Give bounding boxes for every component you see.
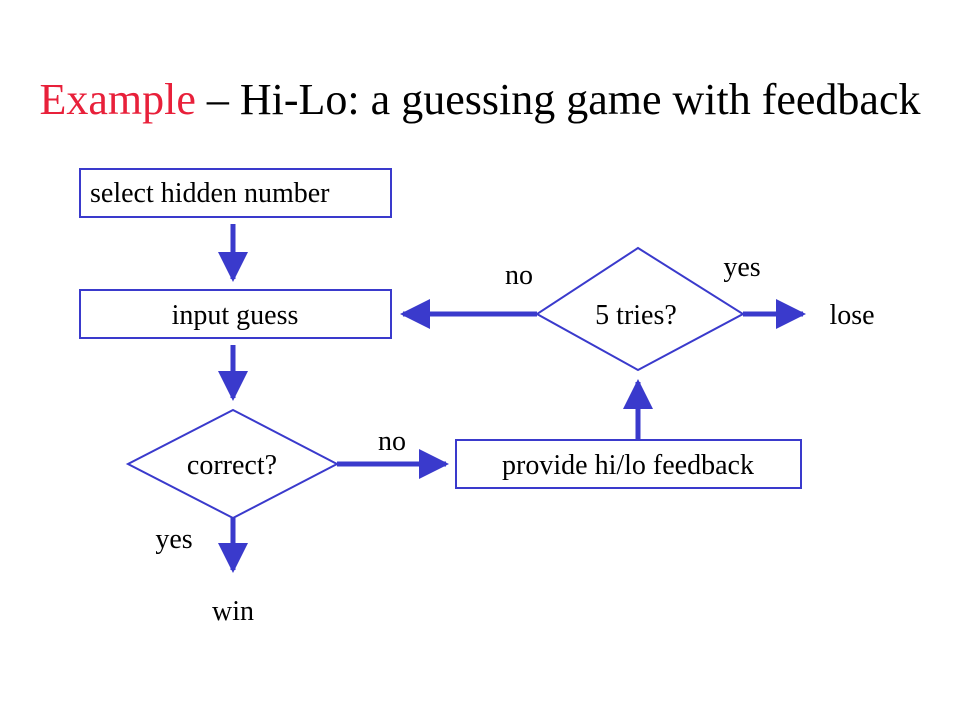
node-input-guess: input guess	[79, 289, 392, 339]
slide-title: Example – Hi-Lo: a guessing game with fe…	[0, 72, 960, 128]
label-tries-no: no	[505, 260, 533, 291]
label-correct-no: no	[378, 426, 406, 457]
node-feedback-label: provide hi/lo feedback	[502, 450, 754, 481]
node-input-label: input guess	[172, 300, 299, 331]
title-text: – Hi-Lo: a guessing game with feedback	[195, 75, 921, 124]
node-select-label: select hidden number	[90, 178, 330, 209]
node-provide-feedback: provide hi/lo feedback	[455, 439, 802, 489]
label-lose: lose	[829, 300, 874, 331]
decision-five-tries: 5 tries?	[535, 246, 745, 372]
label-correct-yes: yes	[155, 524, 192, 555]
title-accent: Example	[39, 75, 196, 124]
decision-correct: correct?	[125, 408, 340, 520]
node-select-hidden-number: select hidden number	[79, 168, 392, 218]
decision-correct-label: correct?	[187, 450, 277, 481]
label-tries-yes: yes	[723, 252, 760, 283]
label-win: win	[212, 596, 254, 627]
decision-tries-label: 5 tries?	[595, 300, 677, 331]
